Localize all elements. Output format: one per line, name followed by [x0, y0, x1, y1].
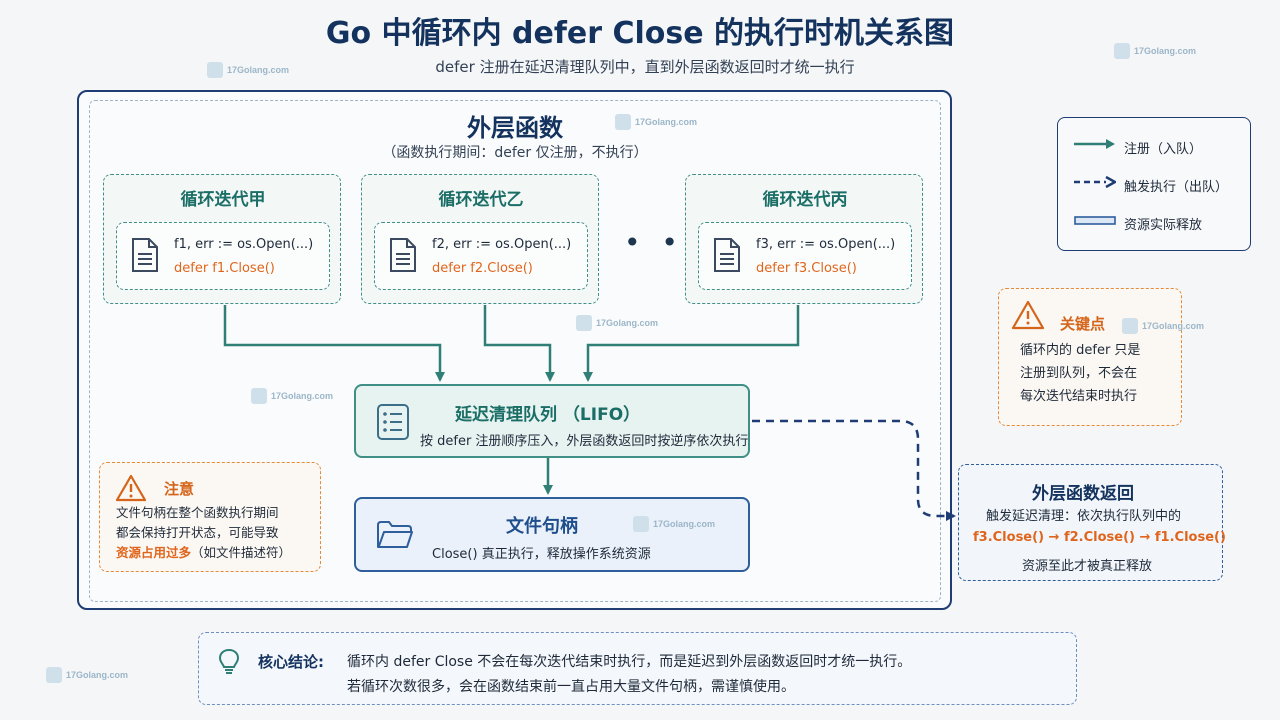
outer-function-title: 外层函数 — [467, 114, 563, 142]
watermark: 17Golang.com — [633, 516, 715, 532]
close-chain: f3.Close() → f2.Close() → f1.Close() — [973, 530, 1226, 545]
keypoint-line: 注册到队列，不会在 — [1020, 366, 1138, 381]
open-code: f3, err := os.Open(...) — [756, 237, 896, 252]
watermark: 17Golang.com — [251, 388, 333, 404]
queue-title: 延迟清理队列 （LIFO） — [455, 405, 641, 425]
legend-label-release: 资源实际释放 — [1124, 218, 1203, 233]
watermark: 17Golang.com — [1114, 43, 1196, 59]
file-icon — [714, 238, 740, 272]
legend-label-trigger: 触发执行（出队） — [1124, 180, 1229, 195]
checklist-icon — [377, 404, 409, 440]
warning-icon — [115, 474, 147, 502]
outer-return-box: 外层函数返回 触发延迟清理：依次执行队列中的 f3.Close() → f2.C… — [958, 464, 1226, 581]
outer-return-line: 资源至此才被真正释放 — [1022, 559, 1153, 574]
watermark-logo-icon — [207, 62, 223, 78]
note-line: 资源占用过多（如文件描述符） — [116, 543, 291, 563]
note-line-rest: （如文件描述符） — [191, 545, 292, 560]
code-box: f3, err := os.Open(...) defer f3.Close() — [698, 222, 912, 290]
keypoint-title: 关键点 — [1060, 315, 1106, 333]
note-line: 文件句柄在整个函数执行期间 — [116, 505, 279, 520]
outer-function-inner-border — [89, 100, 941, 602]
legend: 注册（入队） 触发执行（出队） 资源实际释放 — [1057, 117, 1251, 251]
note-highlight: 资源占用过多 — [116, 545, 192, 560]
watermark: 17Golang.com — [576, 315, 658, 331]
watermark: 17Golang.com — [207, 62, 289, 78]
watermark-logo-icon — [251, 388, 267, 404]
watermark: 17Golang.com — [46, 667, 128, 683]
defer-code: defer f3.Close() — [756, 261, 857, 276]
watermark-logo-icon — [46, 667, 62, 683]
open-code: f2, err := os.Open(...) — [432, 237, 572, 252]
watermark-logo-icon — [633, 516, 649, 532]
watermark: 17Golang.com — [1122, 318, 1204, 334]
file-handle-box: 文件句柄 Close() 真正执行，释放操作系统资源 — [354, 497, 750, 572]
watermark-logo-icon — [1122, 318, 1138, 334]
folder-icon — [377, 521, 413, 548]
warning-icon — [1011, 300, 1045, 330]
queue-subtitle: 按 defer 注册顺序压入，外层函数返回时按逆序依次执行 — [420, 434, 749, 449]
defer-code: defer f2.Close() — [432, 261, 533, 276]
legend-label-register: 注册（入队） — [1124, 142, 1203, 157]
iteration-title: 循环迭代丙 — [762, 190, 848, 210]
iteration-box-1: 循环迭代甲 f1, err := os.Open(...) defer f1.C… — [103, 174, 341, 304]
note-title: 注意 — [164, 480, 195, 498]
lightbulb-icon — [218, 648, 240, 674]
conclusion-line: 循环内 defer Close 不会在每次迭代结束时执行，而是延迟到外层函数返回… — [347, 654, 912, 670]
solid-arrow-icon — [1074, 139, 1115, 149]
code-box: f1, err := os.Open(...) defer f1.Close() — [116, 222, 330, 290]
open-code: f1, err := os.Open(...) — [174, 237, 314, 252]
iteration-box-2: 循环迭代乙 f2, err := os.Open(...) defer f2.C… — [361, 174, 599, 304]
page-title: Go 中循环内 defer Close 的执行时机关系图 — [325, 16, 955, 51]
code-box: f2, err := os.Open(...) defer f2.Close() — [374, 222, 588, 290]
watermark-logo-icon — [1114, 43, 1130, 59]
iteration-title: 循环迭代甲 — [180, 190, 266, 210]
conclusion-line: 若循环次数很多，会在函数结束前一直占用大量文件句柄，需谨慎使用。 — [347, 679, 795, 695]
iteration-title: 循环迭代乙 — [438, 190, 524, 210]
note-line: 都会保持打开状态，可能导致 — [116, 525, 279, 540]
file-icon — [390, 238, 416, 272]
watermark: 17Golang.com — [615, 114, 697, 130]
page-subtitle: defer 注册在延迟清理队列中，直到外层函数返回时才统一执行 — [435, 58, 855, 76]
note-box: 注意 文件句柄在整个函数执行期间 都会保持打开状态，可能导致 资源占用过多（如文… — [99, 462, 321, 572]
double-line-icon — [1074, 216, 1116, 225]
iteration-box-3: 循环迭代丙 f3, err := os.Open(...) defer f3.C… — [685, 174, 923, 304]
defer-code: defer f1.Close() — [174, 261, 275, 276]
keypoint-line: 每次迭代结束时执行 — [1020, 389, 1138, 404]
conclusion-box: 核心结论: 循环内 defer Close 不会在每次迭代结束时执行，而是延迟到… — [198, 632, 1077, 705]
keypoint-line: 循环内的 defer 只是 — [1020, 343, 1141, 358]
watermark-logo-icon — [576, 315, 592, 331]
conclusion-label: 核心结论: — [258, 653, 324, 671]
dashed-arrow-icon — [1074, 176, 1116, 188]
deferred-queue-box: 延迟清理队列 （LIFO） 按 defer 注册顺序压入，外层函数返回时按逆序依… — [354, 384, 750, 458]
file-icon — [132, 238, 158, 272]
watermark-logo-icon — [615, 114, 631, 130]
outer-function-subtitle: （函数执行期间：defer 仅注册，不执行） — [382, 145, 648, 161]
keypoint-box: 关键点 循环内的 defer 只是 注册到队列，不会在 每次迭代结束时执行 — [998, 288, 1182, 426]
file-handle-title: 文件句柄 — [506, 516, 578, 537]
file-handle-subtitle: Close() 真正执行，释放操作系统资源 — [432, 547, 651, 562]
outer-return-title: 外层函数返回 — [1032, 484, 1134, 504]
outer-return-line: 触发延迟清理：依次执行队列中的 — [986, 509, 1182, 524]
